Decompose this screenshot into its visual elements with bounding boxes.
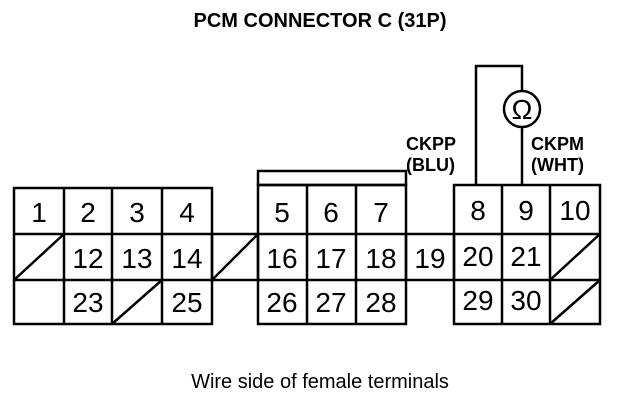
pin-4-label: 4 bbox=[179, 197, 195, 228]
pin-18-label: 18 bbox=[365, 243, 396, 274]
pin-10-label: 10 bbox=[559, 195, 590, 226]
ckpp-name: CKPP bbox=[406, 134, 457, 154]
pin-9-label: 9 bbox=[518, 195, 534, 226]
pin-14-label: 14 bbox=[171, 243, 202, 274]
pin-2-label: 2 bbox=[80, 197, 96, 228]
pin-27-label: 27 bbox=[315, 287, 346, 318]
connector-outline bbox=[12, 64, 602, 326]
pin-5-label: 5 bbox=[274, 197, 290, 228]
ohmmeter-icon bbox=[502, 89, 542, 129]
pin-8-label: 8 bbox=[470, 195, 486, 226]
ckpp-wire-color: (BLU) bbox=[406, 155, 455, 175]
pin-20-label: 20 bbox=[462, 241, 493, 272]
diagram-caption: Wire side of female terminals bbox=[191, 371, 449, 393]
ckpm-wire-color: (WHT) bbox=[531, 155, 584, 175]
pin-26-label: 26 bbox=[266, 287, 297, 318]
pin-29-label: 29 bbox=[462, 285, 493, 316]
empty-slot-slash bbox=[549, 233, 601, 281]
pin-28-label: 28 bbox=[365, 287, 396, 318]
ohm-symbol: Ω bbox=[512, 94, 533, 125]
pin-16-label: 16 bbox=[266, 243, 297, 274]
pin-17-label: 17 bbox=[315, 243, 346, 274]
ckpm-name: CKPM bbox=[531, 134, 584, 154]
ckpm-label: CKPM (WHT) bbox=[531, 134, 584, 176]
pin-25-label: 25 bbox=[171, 287, 202, 318]
ckpp-wire bbox=[474, 64, 524, 185]
empty-slot-slash bbox=[13, 233, 65, 281]
pin-23-label: 23 bbox=[72, 287, 103, 318]
pin-30-label: 30 bbox=[510, 285, 541, 316]
empty-slot-slash bbox=[549, 279, 601, 325]
pin-7-label: 7 bbox=[373, 197, 389, 228]
pin-6-label: 6 bbox=[323, 197, 339, 228]
pin-19-label: 19 bbox=[414, 243, 445, 274]
empty-slot-slash bbox=[111, 279, 163, 325]
diagram-title: PCM CONNECTOR C (31P) bbox=[193, 10, 447, 32]
pin-12-label: 12 bbox=[72, 243, 103, 274]
pin-13-label: 13 bbox=[121, 243, 152, 274]
ckpp-label: CKPP (BLU) bbox=[406, 134, 456, 176]
pin-1-label: 1 bbox=[31, 197, 47, 228]
pin-3-label: 3 bbox=[129, 197, 145, 228]
empty-slot-slash bbox=[211, 233, 259, 281]
pin-21-label: 21 bbox=[510, 241, 541, 272]
